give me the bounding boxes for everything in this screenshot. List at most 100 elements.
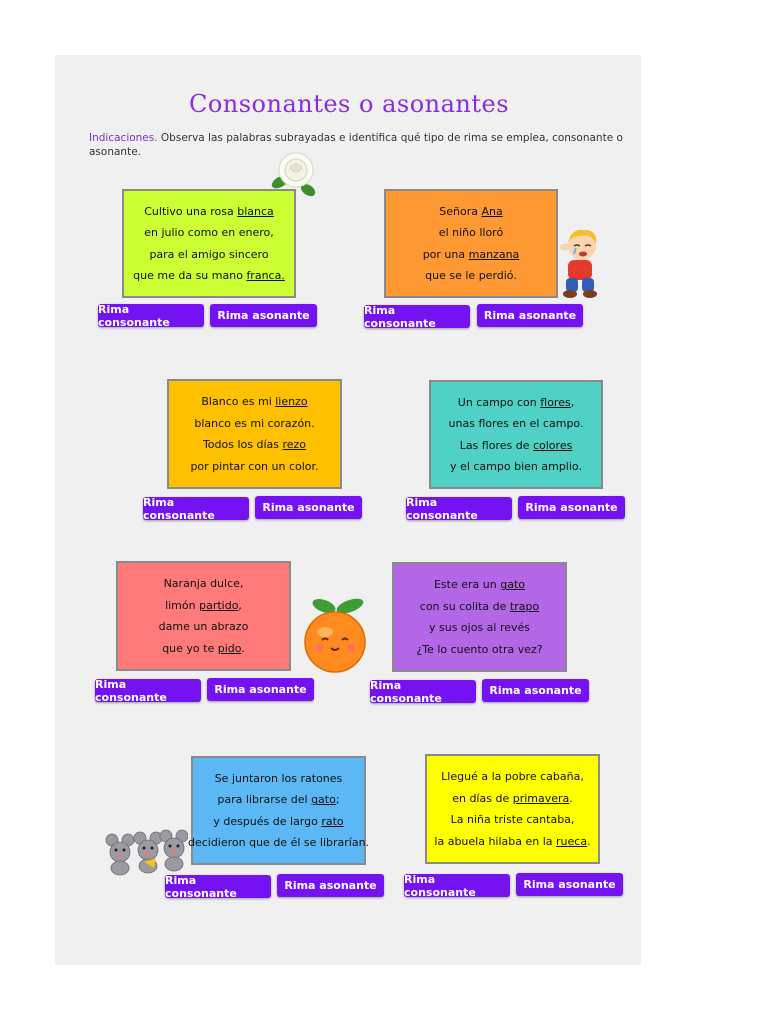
poem-line: que se le perdió.	[425, 269, 517, 282]
rima-consonante-button-2[interactable]: Rima consonante	[364, 304, 470, 330]
poem-text: dame un abrazo	[158, 620, 249, 634]
poem-line: por una manzana	[423, 248, 520, 261]
poem-box-6: Este era un gato con su colita de trapo y …	[392, 562, 567, 672]
underlined-word: franca.	[246, 268, 285, 282]
poem-text: ;	[335, 793, 340, 807]
poem-text: para librarse del	[217, 793, 312, 807]
poem-line: con su colita de trapo	[420, 600, 539, 613]
poem-text: Se juntaron los ratones	[214, 772, 343, 786]
poem-box-4: Un campo con flores, unas flores en el ca…	[429, 380, 603, 489]
underlined-word: lienzo	[275, 395, 308, 409]
rima-consonante-button-8[interactable]: Rima consonante	[404, 873, 510, 899]
poem-line: unas flores en el campo.	[449, 417, 584, 430]
poem-line: Cultivo una rosa blanca	[144, 205, 274, 218]
poem-line: blanco es mi corazón.	[194, 417, 314, 430]
poem-text: .	[587, 834, 591, 848]
poem-text: Las flores de	[459, 438, 533, 452]
underlined-word: manzana	[468, 247, 520, 261]
crying-boy-icon	[560, 229, 597, 298]
poem-line: y sus ojos al revés	[429, 621, 530, 634]
poem-text: con su colita de	[419, 599, 510, 613]
poem-line: el niño lloró	[439, 226, 503, 239]
poem-text: y el campo bien amplio.	[450, 459, 582, 473]
rima-asonante-button-7[interactable]: Rima asonante	[277, 874, 384, 897]
poem-text: limón	[165, 598, 200, 612]
poem-line: por pintar con un color.	[190, 460, 318, 473]
poem-text: que se le perdió.	[425, 268, 517, 282]
poem-text: y sus ojos al revés	[428, 621, 531, 635]
poem-text: ,	[570, 396, 575, 410]
poem-text: la abuela hilaba en la	[434, 834, 557, 848]
poem-text: y después de largo	[213, 814, 322, 828]
poem-line: Este era un gato	[434, 578, 525, 591]
rima-consonante-button-6[interactable]: Rima consonante	[370, 679, 476, 705]
rima-asonante-button-6[interactable]: Rima asonante	[482, 679, 589, 702]
rima-asonante-button-8[interactable]: Rima asonante	[516, 873, 623, 896]
underlined-word: rezo	[282, 438, 307, 452]
rima-consonante-button-7[interactable]: Rima consonante	[165, 874, 271, 900]
rima-asonante-button-5[interactable]: Rima asonante	[207, 678, 314, 701]
poem-line: Todos los días rezo	[203, 438, 306, 451]
poem-text: Este era un	[433, 578, 501, 592]
poem-line: Llegué a la pobre cabaña,	[441, 770, 584, 783]
poem-text: ,	[238, 598, 242, 612]
rima-asonante-button-4[interactable]: Rima asonante	[518, 496, 625, 519]
rima-asonante-button-3[interactable]: Rima asonante	[255, 496, 362, 519]
poem-text: Un campo con	[457, 396, 541, 410]
poem-text: Todos los días	[202, 438, 283, 452]
orange-icon	[304, 598, 366, 673]
poem-text: Señora	[439, 205, 482, 219]
poem-line: en días de primavera.	[452, 792, 573, 805]
poem-text: La niña triste cantaba,	[450, 813, 575, 827]
rima-asonante-button-2[interactable]: Rima asonante	[477, 304, 583, 327]
rima-consonante-button-3[interactable]: Rima consonante	[143, 496, 249, 522]
poem-box-3: Blanco es mi lienzo blanco es mi corazón.…	[167, 379, 342, 489]
underlined-word: gato	[500, 578, 525, 592]
poem-line: la abuela hilaba en la rueca.	[434, 835, 590, 848]
underlined-word: rato	[321, 814, 344, 828]
underlined-word: flores	[540, 396, 571, 410]
poem-line: dame un abrazo	[159, 620, 249, 633]
poem-text: en días de	[452, 791, 513, 805]
rima-consonante-button-5[interactable]: Rima consonante	[95, 678, 201, 704]
poem-text: .	[241, 641, 245, 655]
underlined-word: rueca	[556, 834, 588, 848]
instructions-text: Observa las palabras subrayadas e identi…	[89, 132, 623, 158]
poem-line: limón partido,	[165, 599, 242, 612]
poem-text: para el amigo sincero	[149, 247, 269, 261]
poem-line: que yo te pido.	[162, 642, 245, 655]
poem-text: el niño lloró	[438, 226, 504, 240]
poem-box-8: Llegué a la pobre cabaña, en días de prim…	[425, 754, 600, 864]
rima-consonante-button-4[interactable]: Rima consonante	[406, 496, 512, 522]
poem-text: por pintar con un color.	[190, 459, 319, 473]
poem-text: unas flores en el campo.	[448, 417, 584, 431]
underlined-word: Ana	[481, 205, 503, 219]
underlined-word: pido	[217, 641, 242, 655]
poem-line: para librarse del gato;	[217, 793, 339, 806]
poem-line: La niña triste cantaba,	[451, 813, 575, 826]
white-rose-icon	[271, 152, 316, 197]
poem-box-2: Señora Ana el niño lloró por una manzana qu…	[384, 189, 558, 298]
poem-text: blanco es mi corazón.	[194, 416, 315, 430]
poem-text: Blanco es mi	[201, 395, 276, 409]
poem-line: Un campo con flores,	[458, 396, 574, 409]
poem-line: Las flores de colores	[460, 439, 573, 452]
poem-line: y después de largo rato	[213, 815, 343, 828]
poem-box-7: Se juntaron los ratones para librarse del…	[187, 756, 370, 865]
poem-box-1: Cultivo una rosa blanca en julio como en …	[122, 189, 296, 298]
poem-text: que yo te	[162, 641, 218, 655]
poem-text: Llegué a la pobre cabaña,	[441, 770, 584, 784]
rima-consonante-button-1[interactable]: Rima consonante	[98, 303, 204, 329]
poem-text: Cultivo una rosa	[144, 205, 238, 219]
underlined-word: gato	[311, 793, 336, 807]
poem-text: decidieron que de él se librarían.	[187, 835, 370, 849]
poem-line: y el campo bien amplio.	[450, 460, 582, 473]
poem-line: Señora Ana	[439, 205, 502, 218]
poem-text: que me da su mano	[133, 268, 247, 282]
rima-asonante-button-1[interactable]: Rima asonante	[210, 304, 317, 327]
poem-line: Blanco es mi lienzo	[201, 395, 307, 408]
poem-text: por una	[422, 247, 469, 261]
underlined-word: colores	[532, 438, 573, 452]
poem-line: en julio como en enero,	[144, 226, 274, 239]
poem-line: Naranja dulce,	[164, 577, 244, 590]
